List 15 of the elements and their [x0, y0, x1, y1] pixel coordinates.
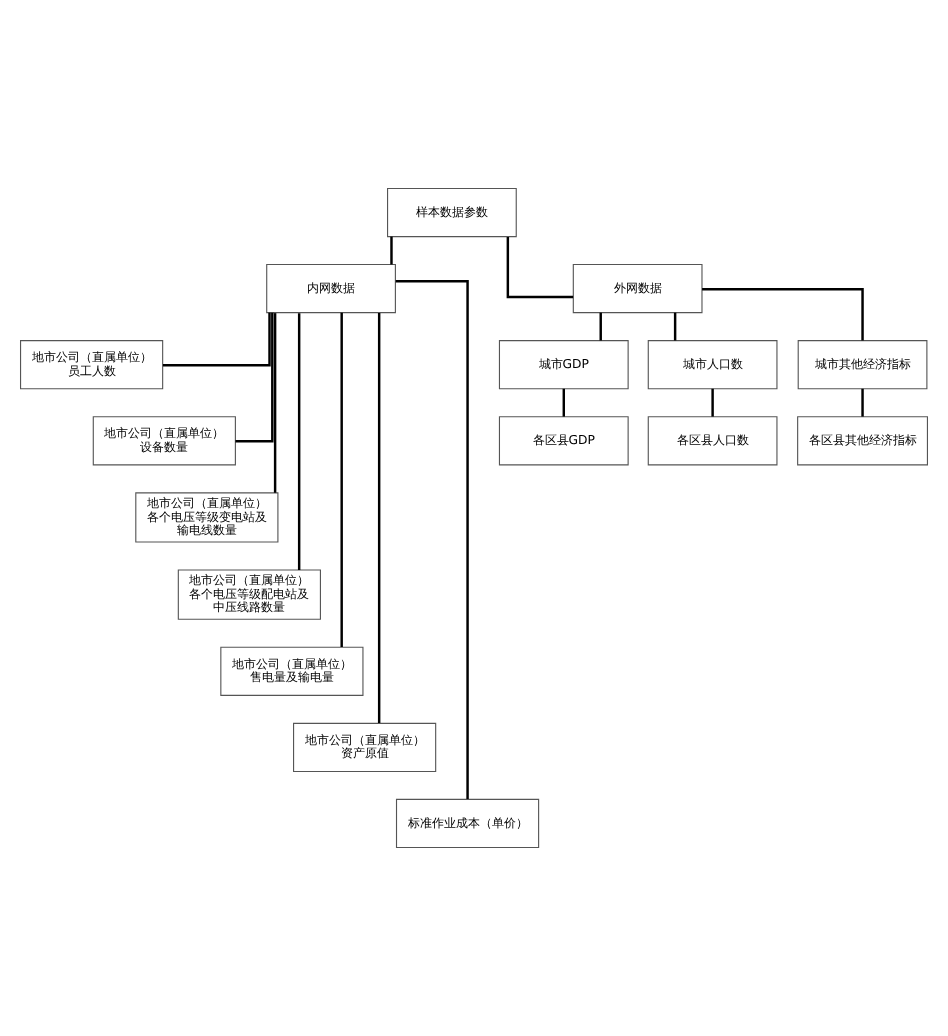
connector	[599, 312, 602, 341]
connector	[861, 388, 864, 417]
connector	[711, 388, 714, 417]
connector	[702, 287, 864, 341]
connector	[506, 236, 574, 299]
connector	[340, 312, 343, 647]
connector	[297, 313, 301, 570]
connector	[162, 312, 271, 367]
connector	[395, 280, 469, 800]
connector	[562, 388, 565, 417]
connector	[273, 313, 277, 493]
connector	[377, 312, 381, 724]
connector	[390, 236, 393, 265]
connector	[673, 312, 677, 341]
connector	[235, 312, 274, 443]
